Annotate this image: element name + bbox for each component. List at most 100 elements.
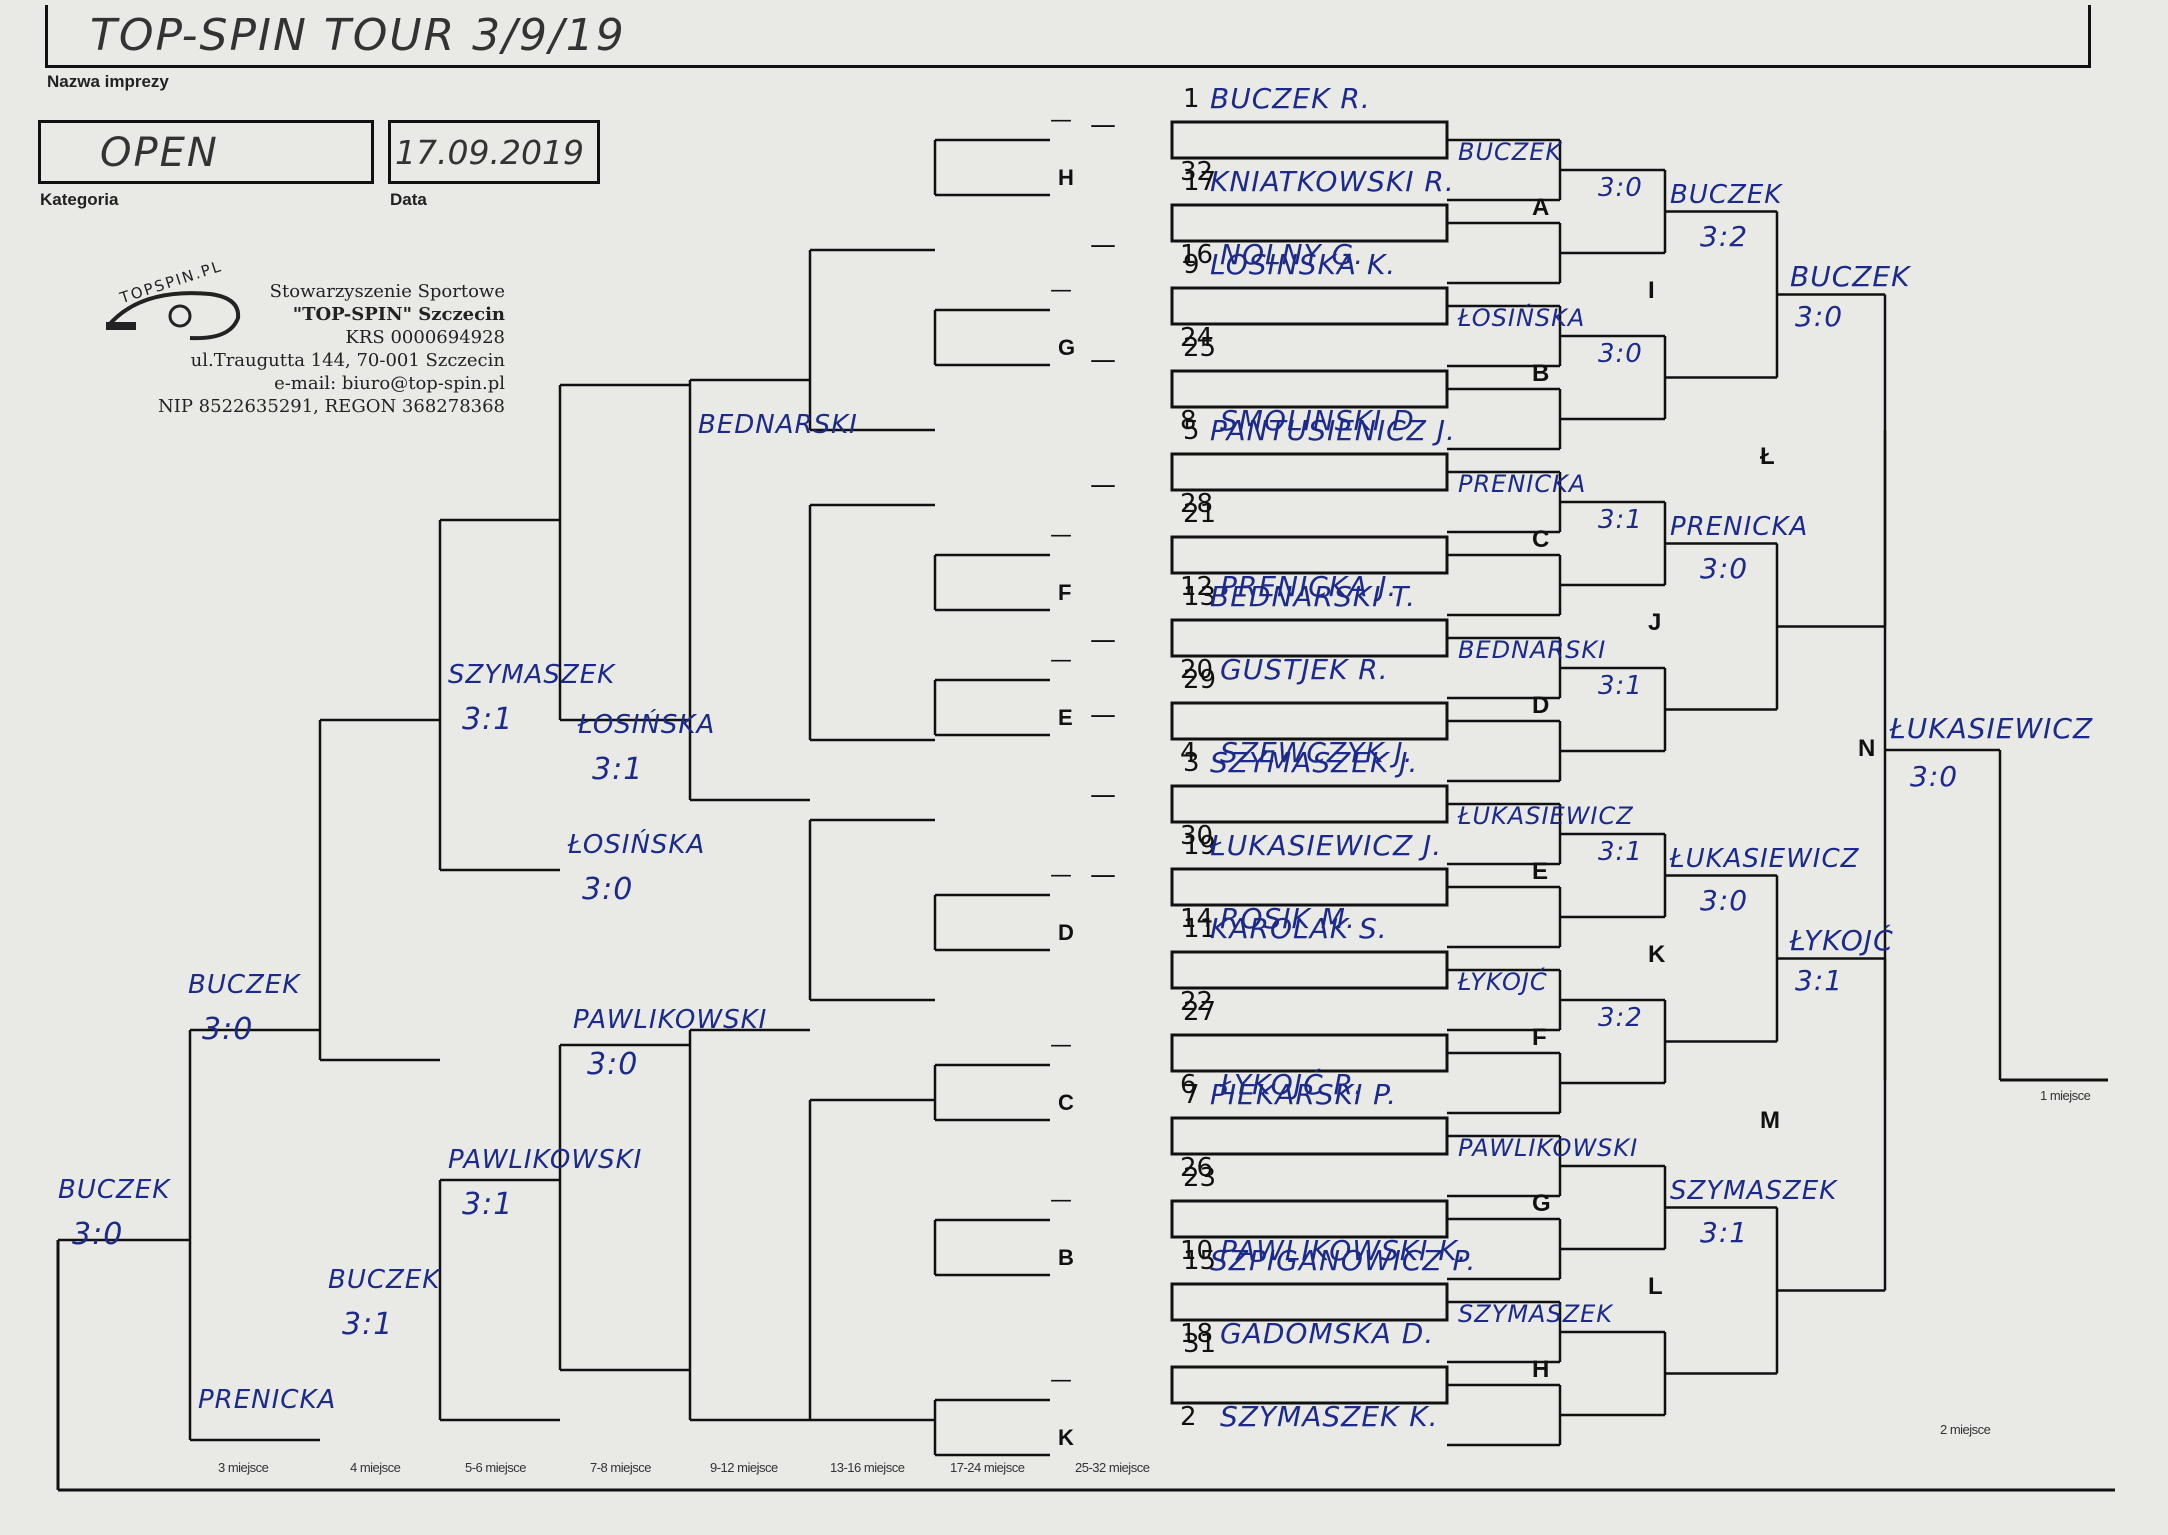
seed-number: 7 bbox=[1183, 1080, 1200, 1110]
blank-slot: — bbox=[1090, 110, 1116, 140]
qf-name: PRENICKA bbox=[1670, 511, 1809, 542]
qf-name: BUCZEK bbox=[1670, 179, 1783, 210]
consolation-name: PRENICKA bbox=[198, 1385, 337, 1415]
blank-slot: — bbox=[1050, 1033, 1072, 1058]
seed-number: 14 bbox=[1180, 904, 1214, 934]
org-line: "TOP-SPIN" Szczecin bbox=[292, 304, 505, 325]
loser-match-letter: H bbox=[1058, 165, 1074, 190]
consolation-score: 3:0 bbox=[587, 1047, 639, 1082]
match-letter: N bbox=[1858, 735, 1876, 762]
org-line: e-mail: biuro@top-spin.pl bbox=[274, 373, 505, 394]
qf-score: 3:0 bbox=[1700, 883, 1749, 917]
date-value: 17.09.2019 bbox=[395, 133, 584, 172]
round2-name: PRENICKA bbox=[1458, 470, 1587, 498]
consolation-score: 3:1 bbox=[342, 1307, 394, 1342]
sf-score: 3:1 bbox=[1795, 963, 1844, 997]
consolation-score: 3:1 bbox=[462, 702, 514, 737]
seed-box bbox=[1170, 784, 1449, 824]
seed-number: 17 bbox=[1183, 167, 1217, 197]
blank-slot: — bbox=[1050, 108, 1072, 133]
seed-number: 27 bbox=[1183, 997, 1217, 1027]
loser-match-letter: F bbox=[1058, 580, 1072, 605]
consolation-name: BUCZEK bbox=[328, 1265, 441, 1295]
seed-name: BUCZEK R. bbox=[1210, 82, 1371, 115]
match-letter: L bbox=[1648, 1272, 1663, 1300]
consolation-name: PAWLIKOWSKI bbox=[573, 1005, 768, 1035]
seed-box bbox=[1170, 452, 1449, 492]
seed-number: 26 bbox=[1180, 1153, 1214, 1183]
match-letter: C bbox=[1532, 525, 1550, 553]
date-label: Data bbox=[390, 190, 427, 209]
place-2-label: 2 miejsce bbox=[1940, 1422, 1991, 1437]
seed-name: PANTUSIENICZ J. bbox=[1210, 414, 1456, 447]
place-label: 17-24 miejsce bbox=[950, 1460, 1025, 1475]
seed-name: BEDNARSKI T. bbox=[1210, 580, 1416, 613]
seed-number: 5 bbox=[1183, 416, 1200, 446]
seed-number: 29 bbox=[1183, 665, 1217, 695]
round2-score: 3:0 bbox=[1598, 173, 1643, 203]
date-box bbox=[388, 120, 600, 184]
match-letter: D bbox=[1532, 691, 1550, 719]
place-label: 3 miejsce bbox=[218, 1460, 269, 1475]
consolation-score: 3:0 bbox=[582, 872, 634, 907]
seed-name: ŁUKASIEWICZ J. bbox=[1210, 829, 1443, 862]
seed-box bbox=[1170, 1282, 1449, 1322]
blank-slot: — bbox=[1090, 780, 1116, 810]
event-name-text: TOP-SPIN TOUR 3/9/19 bbox=[90, 10, 626, 61]
match-letter: I bbox=[1648, 276, 1655, 304]
seed-box bbox=[1170, 1199, 1449, 1239]
match-letter: G bbox=[1532, 1189, 1551, 1217]
blank-slot: — bbox=[1050, 648, 1072, 673]
seed-box bbox=[1170, 618, 1449, 658]
place-label: 9-12 miejsce bbox=[710, 1460, 778, 1475]
consolation-name: BUCZEK bbox=[58, 1175, 171, 1205]
round2-name: ŁOSIŃSKA bbox=[1458, 304, 1586, 332]
qf-score: 3:1 bbox=[1700, 1215, 1749, 1249]
blank-slot: — bbox=[1090, 230, 1116, 260]
round2-name: SZYMASZEK bbox=[1458, 1300, 1614, 1328]
seed-name: LOSINSKA K. bbox=[1210, 248, 1397, 281]
org-line: Stowarzyszenie Sportowe bbox=[269, 281, 505, 302]
loser-match-letter: E bbox=[1058, 705, 1073, 730]
seed-number: 12 bbox=[1180, 572, 1214, 602]
seed-number: 11 bbox=[1183, 914, 1217, 944]
seed-name: KAROLAK S. bbox=[1210, 912, 1388, 945]
round2-score: 3:1 bbox=[1598, 671, 1643, 701]
consolation-score: 3:0 bbox=[72, 1217, 124, 1252]
blank-slot: — bbox=[1090, 860, 1116, 890]
seed-box bbox=[1170, 203, 1449, 243]
seed-name: PAWLIKOWSKI K. bbox=[1220, 1234, 1468, 1267]
qf-score: 3:2 bbox=[1700, 219, 1749, 253]
match-letter: H bbox=[1532, 1355, 1550, 1383]
seed-number: 15 bbox=[1183, 1246, 1217, 1276]
seed-box bbox=[1170, 369, 1449, 409]
seed-number: 25 bbox=[1183, 333, 1217, 363]
loser-match-letter: G bbox=[1058, 335, 1076, 360]
blank-slot: — bbox=[1090, 345, 1116, 375]
seed-name: SZYMASZEK J. bbox=[1210, 746, 1419, 779]
loser-match-letter: B bbox=[1058, 1245, 1074, 1270]
place-label: 25-32 miejsce bbox=[1075, 1460, 1150, 1475]
match-letter: Ł bbox=[1760, 442, 1775, 470]
event-name-label: Nazwa imprezy bbox=[47, 72, 169, 91]
category-value: OPEN bbox=[100, 130, 219, 176]
seed-box bbox=[1170, 120, 1449, 160]
seed-number: 24 bbox=[1180, 323, 1214, 353]
seed-name: GUSTJEK R. bbox=[1220, 653, 1389, 686]
match-letter: F bbox=[1532, 1023, 1547, 1051]
round2-name: BUCZEK bbox=[1458, 138, 1563, 166]
seed-number: 22 bbox=[1180, 987, 1214, 1017]
category-label: Kategoria bbox=[40, 190, 119, 209]
seed-number: 8 bbox=[1180, 406, 1197, 436]
consolation-name: ŁOSIŃSKA bbox=[568, 830, 706, 860]
loser-match-letter: C bbox=[1058, 1090, 1074, 1115]
blank-slot: — bbox=[1090, 625, 1116, 655]
round2-score: 3:2 bbox=[1598, 1003, 1643, 1033]
seed-box bbox=[1170, 1116, 1449, 1156]
qf-name: SZYMASZEK bbox=[1670, 1175, 1838, 1206]
round2-name: PAWLIKOWSKI bbox=[1458, 1134, 1639, 1162]
round2-name: ŁUKASIEWICZ bbox=[1458, 802, 1634, 830]
org-line: KRS 0000694928 bbox=[345, 327, 505, 348]
blank-slot: — bbox=[1050, 1368, 1072, 1393]
